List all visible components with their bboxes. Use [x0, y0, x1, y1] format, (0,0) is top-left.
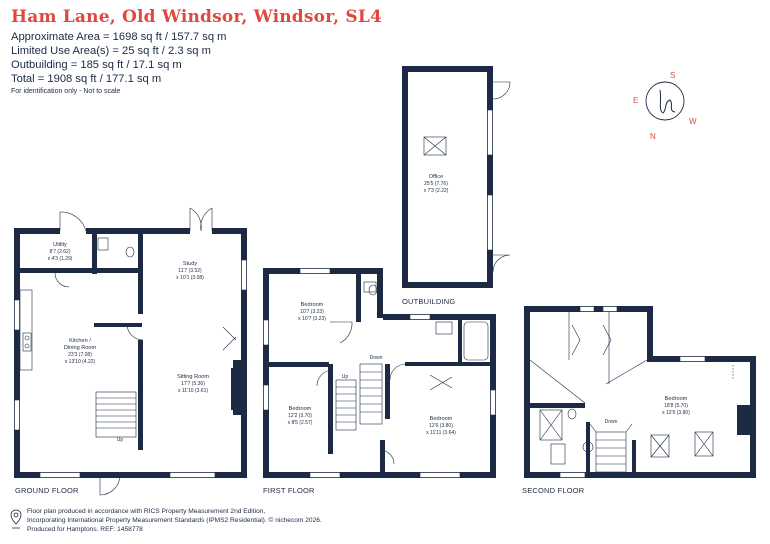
label-ground-floor: GROUND FLOOR: [15, 486, 79, 495]
room-utility-name: Utility: [53, 242, 67, 248]
room-bed4-name: Bedroom: [665, 396, 688, 402]
room-study-dim1: 11'7 (3.52): [178, 268, 202, 274]
room-sitting-name: Sitting Room: [177, 374, 209, 380]
compass-icon: S W N E: [633, 71, 697, 141]
label-second-floor: SECOND FLOOR: [522, 486, 585, 495]
room-sitting-dim1: 17'7 (5.36): [181, 381, 205, 387]
room-kitchen-name2: Dining Room: [64, 345, 97, 351]
outbuilding-plan: [402, 66, 511, 288]
room-study-dim2: x 10'1 (3.08): [176, 275, 204, 281]
area-outbuilding: Outbuilding = 185 sq ft / 17.1 sq m: [11, 59, 182, 71]
room-sitting-dim2: x 11'10 (3.61): [178, 388, 208, 394]
room-bed1-name: Bedroom: [301, 302, 324, 308]
stair-down-second: Down: [605, 419, 618, 425]
room-bed4-dim2: x 12'6 (3.80): [662, 410, 690, 416]
room-kitchen-dim2: x 13'10 (4.22): [65, 359, 96, 365]
room-labels: Utility 8'7 (2.62) x 4'3 (1.29) Kitchen …: [48, 174, 691, 443]
stair-up-ground: Up: [117, 437, 124, 443]
room-bed1-dim1: 10'7 (3.23): [300, 309, 324, 315]
room-kitchen-name1: Kitchen /: [69, 338, 91, 344]
stair-up-first: Up: [342, 374, 349, 380]
room-office-name: Office: [429, 174, 444, 180]
ground-floor-plan: [14, 207, 247, 496]
footer-line-1: Floor plan produced in accordance with R…: [27, 508, 266, 515]
compass-s: S: [670, 71, 675, 80]
room-office-dim1: 25'5 (7.76): [424, 181, 448, 187]
room-bed2-name: Bedroom: [289, 406, 312, 412]
compass-n: N: [650, 132, 656, 141]
room-office-dim2: x 7'3 (2.22): [424, 188, 449, 194]
room-bed3-name: Bedroom: [430, 416, 453, 422]
room-study-name: Study: [183, 261, 198, 267]
area-limited-use: Limited Use Area(s) = 25 sq ft / 2.3 sq …: [11, 45, 211, 57]
rics-logo-icon: [10, 509, 22, 531]
footer-line-3: Produced for Hamptons. REF: 1458778: [27, 526, 143, 533]
scale-note: For identification only - Not to scale: [11, 88, 121, 95]
room-bed3-dim1: 12'6 (3.80): [429, 423, 453, 429]
room-bed2-dim2: x 8'5 (2.57): [288, 420, 313, 426]
room-bed4-dim1: 18'8 (5.70): [664, 403, 688, 409]
footer-line-2: Incorporating International Property Mea…: [27, 517, 322, 524]
stair-down-first: Down: [370, 355, 383, 361]
label-outbuilding: OUTBUILDING: [402, 297, 456, 306]
first-floor-plan: [263, 268, 496, 478]
room-kitchen-dim1: 23'3 (7.08): [68, 352, 92, 358]
second-floor-plan: [524, 306, 756, 478]
compass-e: E: [633, 96, 638, 105]
room-utility-dim1: 8'7 (2.62): [50, 249, 71, 255]
property-title: Ham Lane, Old Windsor, Windsor, SL4: [11, 7, 383, 27]
room-bed1-dim2: x 10'7 (3.23): [298, 316, 326, 322]
area-approximate: Approximate Area = 1698 sq ft / 157.7 sq…: [11, 31, 227, 43]
room-bed3-dim2: x 11'11 (3.64): [426, 430, 456, 436]
label-first-floor: FIRST FLOOR: [263, 486, 315, 495]
compass-w: W: [689, 117, 697, 126]
area-total: Total = 1908 sq ft / 177.1 sq m: [11, 73, 162, 85]
room-bed2-dim1: 12'2 (3.70): [288, 413, 312, 419]
room-utility-dim2: x 4'3 (1.29): [48, 256, 73, 262]
